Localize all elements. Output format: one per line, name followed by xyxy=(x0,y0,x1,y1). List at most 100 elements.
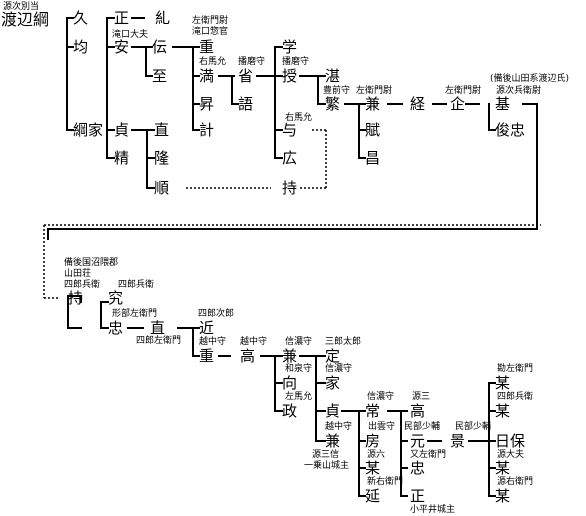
person-name: 兼 xyxy=(282,347,298,365)
person-name: 昌 xyxy=(365,149,381,167)
person-name: 繁 xyxy=(325,95,341,113)
person-title-note: 源右衛門 xyxy=(497,477,534,487)
person-title-note: 源次兵衛尉 xyxy=(496,86,542,96)
person-name: 糺 xyxy=(155,9,171,27)
person-title-note: 和泉守 xyxy=(285,364,313,374)
person-name: 与 xyxy=(282,121,298,139)
person-name: 精 xyxy=(114,149,130,167)
person-name: 向 xyxy=(282,374,298,392)
person-name: 某 xyxy=(495,402,511,420)
person-title-note: 勘左衛門 xyxy=(497,364,534,374)
person-title-note: 右馬允 xyxy=(199,57,227,67)
person-title-note: 小平井城主 xyxy=(410,505,456,515)
person-title-note: 形部左衛門 xyxy=(112,309,158,319)
person-name: 某 xyxy=(495,374,511,392)
person-title-note: 四郎左衛門 xyxy=(136,336,182,346)
person-name: 隆 xyxy=(154,149,170,167)
person-name: 満 xyxy=(199,67,215,85)
person-name: 某 xyxy=(365,459,381,477)
person-title-note: 民部少輔 xyxy=(404,422,441,432)
person-title-note: 四郎兵衛 xyxy=(64,280,101,290)
person-title-note: 豊前守 xyxy=(323,86,351,96)
person-name: 企 xyxy=(450,95,466,113)
person-name: 某 xyxy=(495,487,511,505)
person-name: 語 xyxy=(238,95,254,113)
person-name: 直 xyxy=(150,319,166,337)
person-name: 兼 xyxy=(365,95,381,113)
person-name: 日保 xyxy=(495,432,526,450)
person-title-note: 一乗山城主 xyxy=(304,461,350,471)
person-title-note: 山田荘 xyxy=(64,269,92,279)
person-name: 正 xyxy=(114,9,130,27)
person-name: 湛 xyxy=(325,67,341,85)
person-name: 定 xyxy=(325,347,341,365)
person-name: 昇 xyxy=(199,95,215,113)
person-name: 持 xyxy=(68,289,84,307)
person-name: 伝 xyxy=(152,38,168,56)
person-title-note: 四郎兵衛 xyxy=(497,392,534,402)
person-name: 近 xyxy=(199,319,215,337)
person-title-note: 出雲守 xyxy=(368,422,396,432)
person-name: 高 xyxy=(410,402,426,420)
person-title-note: 滝口大夫 xyxy=(112,30,149,40)
person-name: 家 xyxy=(325,374,341,392)
person-name: 延 xyxy=(365,487,381,505)
person-title-note: 四郎兵衛 xyxy=(118,280,155,290)
person-name: 授 xyxy=(282,67,298,85)
person-name: 元 xyxy=(410,432,426,450)
person-title-note: 越中守 xyxy=(240,337,268,347)
person-name: 計 xyxy=(199,121,215,139)
person-name: 房 xyxy=(365,432,381,450)
person-name: 某 xyxy=(495,459,511,477)
person-title-note: 播磨守 xyxy=(238,57,266,67)
person-title-note: 民部少輔 xyxy=(455,422,492,432)
person-title-note: 源三信 xyxy=(312,450,340,460)
person-name: 正 xyxy=(410,487,426,505)
person-title-note: 越中守 xyxy=(199,337,227,347)
person-title-note: 左馬允 xyxy=(285,392,313,402)
person-name: 景 xyxy=(450,432,466,450)
person-name: 広 xyxy=(282,149,298,167)
person-title-note: 源次別当 xyxy=(3,2,40,12)
person-title-note: 播磨守 xyxy=(282,57,310,67)
person-title-note: 左衛門尉 xyxy=(445,86,482,96)
person-title-note: 新右衛門 xyxy=(367,477,404,487)
person-title-note: 四郎次郎 xyxy=(198,309,235,319)
person-name: 学 xyxy=(282,38,298,56)
person-name: 綱家 xyxy=(73,121,104,139)
person-name: 俊忠 xyxy=(495,121,526,139)
person-title-note: 左衛門尉 xyxy=(356,86,393,96)
person-title-note: (備後山田系渡辺氏) xyxy=(490,74,570,84)
person-title-note: 備後国沼隈郡 xyxy=(64,258,119,268)
person-name: 究 xyxy=(108,289,124,307)
person-name: 忠 xyxy=(410,459,426,477)
person-title-note: 滝口惣官 xyxy=(192,27,229,37)
person-name: 忠 xyxy=(108,319,124,337)
person-name: 基 xyxy=(495,95,511,113)
person-name: 経 xyxy=(410,95,426,113)
person-name: 貞 xyxy=(325,402,341,420)
person-name: 重 xyxy=(199,347,215,365)
person-name: 重 xyxy=(199,38,215,56)
person-title-note: 越中守 xyxy=(325,422,353,432)
person-name: 賦 xyxy=(365,121,381,139)
person-title-note: 源大夫 xyxy=(497,450,525,460)
person-title-note: 信濃守 xyxy=(367,392,395,402)
person-name: 常 xyxy=(365,402,381,420)
person-name: 政 xyxy=(282,402,298,420)
person-title-note: 左衛門尉 xyxy=(192,16,229,26)
person-name: 均 xyxy=(73,38,89,56)
tree-title-name: 渡辺綱 xyxy=(1,10,50,29)
person-title-note: 源三 xyxy=(412,392,431,402)
person-title-note: 源六 xyxy=(367,450,386,460)
person-title-note: 信濃守 xyxy=(325,364,353,374)
person-name: 久 xyxy=(73,9,89,27)
person-name: 高 xyxy=(240,347,256,365)
person-name: 省 xyxy=(238,67,254,85)
person-name: 至 xyxy=(152,67,168,85)
person-title-note: 三郎太郎 xyxy=(325,337,362,347)
person-name: 順 xyxy=(154,179,170,197)
person-name: 直 xyxy=(154,121,170,139)
person-title-note: 信濃守 xyxy=(285,337,313,347)
